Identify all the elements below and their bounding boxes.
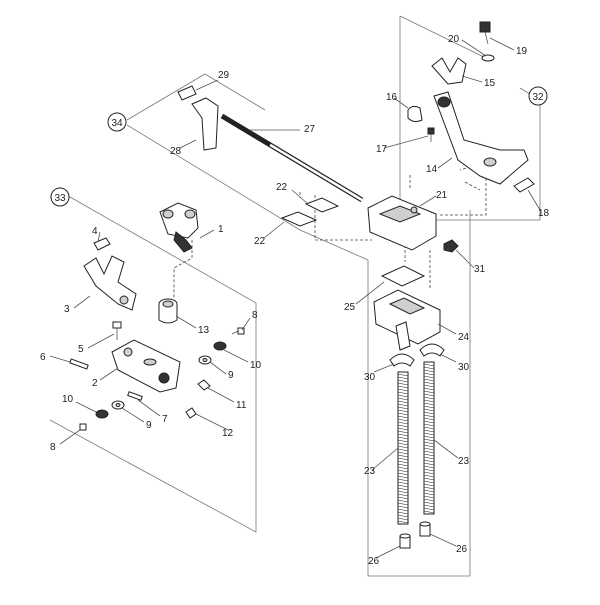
- part-5-screw: [112, 321, 122, 340]
- callout-17: 17: [376, 144, 388, 155]
- part-26-cap-left: [399, 533, 411, 549]
- part-26-cap-right: [419, 521, 431, 537]
- part-2-base-bracket: [111, 339, 181, 393]
- callout-31: 31: [474, 264, 486, 275]
- assembly-label-33: 33: [54, 193, 66, 204]
- callout-16: 16: [386, 92, 398, 103]
- part-21-jaw-block: [367, 195, 437, 251]
- part-15-fork: [431, 57, 467, 85]
- callout-25: 25: [344, 302, 356, 313]
- part-30-clip-right: [419, 343, 445, 357]
- assembly-callout-34: 34: [107, 112, 127, 132]
- callout-9-right: 9: [228, 370, 234, 381]
- callout-1: 1: [218, 224, 224, 235]
- callout-9-left: 9: [146, 420, 152, 431]
- callout-28: 28: [170, 146, 182, 157]
- callout-12: 12: [222, 428, 234, 439]
- part-23-rod-left: [397, 371, 409, 525]
- part-1-clamp-head: [159, 202, 199, 253]
- assembly-label-34: 34: [111, 118, 123, 129]
- callout-4: 4: [92, 226, 98, 237]
- callout-11: 11: [236, 400, 247, 411]
- callout-30-left: 30: [364, 372, 376, 383]
- part-24-base: [373, 289, 441, 351]
- callout-5: 5: [78, 344, 84, 355]
- callout-13: 13: [198, 325, 210, 336]
- part-22-pad-upper: [304, 197, 340, 213]
- part-20-washer: [481, 54, 495, 62]
- callout-26-right: 26: [456, 544, 468, 555]
- callout-24: 24: [458, 332, 470, 343]
- part-23-rod-right: [423, 361, 435, 515]
- callout-30-right: 30: [458, 362, 470, 373]
- callout-26-left: 26: [368, 556, 380, 567]
- part-16-roller: [407, 105, 423, 123]
- part-14-arm: [433, 91, 529, 185]
- part-31-nut: [443, 239, 459, 253]
- callout-6: 6: [40, 352, 46, 363]
- part-3-fork-arm: [83, 255, 137, 311]
- part-27-threaded-rod: [220, 113, 364, 203]
- callout-23-left: 23: [364, 466, 376, 477]
- part-28-lever: [191, 97, 219, 151]
- part-29-wedge: [177, 85, 197, 101]
- part-10-washer-right: [213, 341, 227, 351]
- part-22-pad-lower: [280, 211, 318, 227]
- assembly-callout-33: 33: [50, 187, 70, 207]
- callout-10-left: 10: [62, 394, 74, 405]
- part-12-spring: [185, 407, 197, 419]
- part-25-plate: [380, 265, 426, 287]
- part-4-wedge: [93, 237, 111, 251]
- callout-22-lower: 22: [254, 236, 266, 247]
- callout-29: 29: [218, 70, 230, 81]
- part-9-washer-right: [198, 355, 212, 365]
- part-11-clip: [197, 379, 211, 391]
- callout-23-right: 23: [458, 456, 470, 467]
- callout-15: 15: [484, 78, 496, 89]
- callout-21: 21: [436, 190, 448, 201]
- part-7-pin: [127, 391, 143, 401]
- callout-18: 18: [538, 208, 550, 219]
- part-19-screw: [479, 21, 491, 45]
- callout-20: 20: [448, 34, 460, 45]
- leader-lines: [49, 37, 541, 559]
- part-30-clip-left: [389, 353, 415, 367]
- callout-10-right: 10: [250, 360, 262, 371]
- part-9-washer-left: [111, 400, 125, 410]
- callout-27: 27: [304, 124, 316, 135]
- callout-14: 14: [426, 164, 438, 175]
- callout-22-upper: 22: [276, 182, 288, 193]
- callout-numbers: 1 4 3 13 5 6 2 7 8 10 9 11 12 9 10 8 29 …: [40, 34, 550, 567]
- part-17-screw: [427, 127, 435, 142]
- callout-8-left: 8: [50, 442, 56, 453]
- assembly-callout-32: 32: [528, 86, 548, 106]
- part-6-pin: [69, 358, 89, 370]
- callout-7: 7: [162, 414, 168, 425]
- callout-19: 19: [516, 46, 528, 57]
- callout-2: 2: [92, 378, 98, 389]
- part-13-bushing: [158, 298, 178, 324]
- part-18-pad: [513, 177, 535, 193]
- assembly-label-32: 32: [532, 92, 544, 103]
- callout-3: 3: [64, 304, 70, 315]
- assembly-34-outline: [126, 73, 471, 577]
- callout-8-right: 8: [252, 310, 258, 321]
- part-8-screw-right: [231, 327, 245, 335]
- part-8-screw-left: [79, 423, 87, 431]
- part-10-washer-left: [95, 409, 109, 419]
